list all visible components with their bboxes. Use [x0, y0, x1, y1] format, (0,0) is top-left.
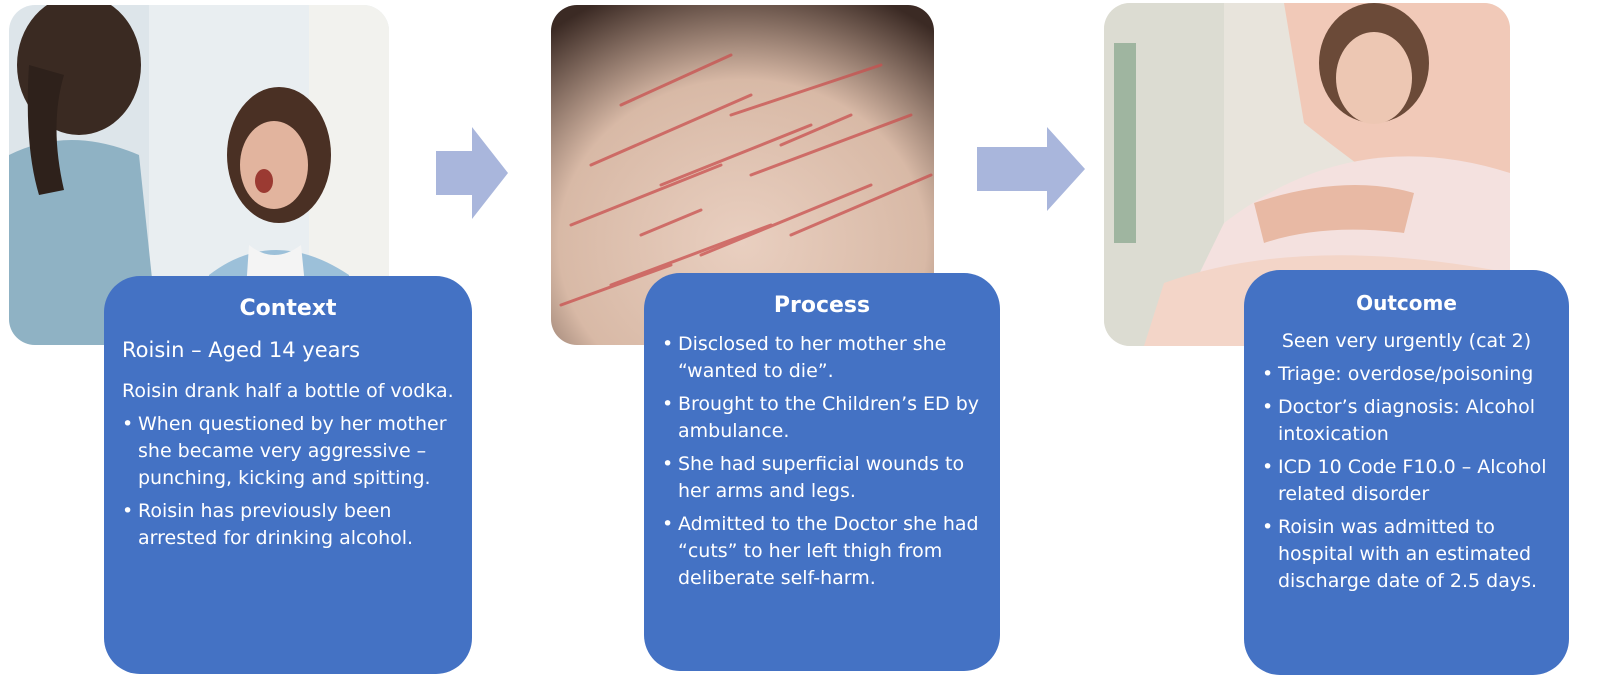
list-item: Admitted to the Doctor she had “cuts” to… — [662, 511, 982, 592]
outcome-subtitle: Seen very urgently (cat 2) — [1262, 328, 1551, 355]
list-item: Doctor’s diagnosis: Alcohol intoxication — [1262, 394, 1551, 448]
process-bullet-list: Disclosed to her mother she “wanted to d… — [662, 331, 982, 592]
context-title: Context — [122, 294, 454, 324]
outcome-card: Outcome Seen very urgently (cat 2) Triag… — [1244, 270, 1569, 675]
list-item: Brought to the Children’s ED by ambulanc… — [662, 391, 982, 445]
outcome-title: Outcome — [1262, 288, 1551, 318]
list-item: Roisin was admitted to hospital with an … — [1262, 514, 1551, 595]
list-item: Triage: overdose/poisoning — [1262, 361, 1551, 388]
context-card: Context Roisin – Aged 14 years Roisin dr… — [104, 276, 472, 674]
list-item: She had superficial wounds to her arms a… — [662, 451, 982, 505]
list-item: Disclosed to her mother she “wanted to d… — [662, 331, 982, 385]
list-item: When questioned by her mother she became… — [122, 411, 454, 492]
list-item: ICD 10 Code F10.0 – Alcohol related diso… — [1262, 454, 1551, 508]
outcome-bullet-list: Triage: overdose/poisoning Doctor’s diag… — [1262, 361, 1551, 595]
list-item: Roisin has previously been arrested for … — [122, 498, 454, 552]
context-paragraph: Roisin drank half a bottle of vodka. — [122, 378, 454, 405]
flow-arrow-right-icon — [977, 127, 1085, 211]
process-title: Process — [662, 291, 982, 321]
process-card: Process Disclosed to her mother she “wan… — [644, 273, 1000, 671]
flow-arrow-right-icon — [436, 127, 508, 219]
context-bullet-list: When questioned by her mother she became… — [122, 411, 454, 552]
context-subtitle: Roisin – Aged 14 years — [122, 336, 454, 364]
